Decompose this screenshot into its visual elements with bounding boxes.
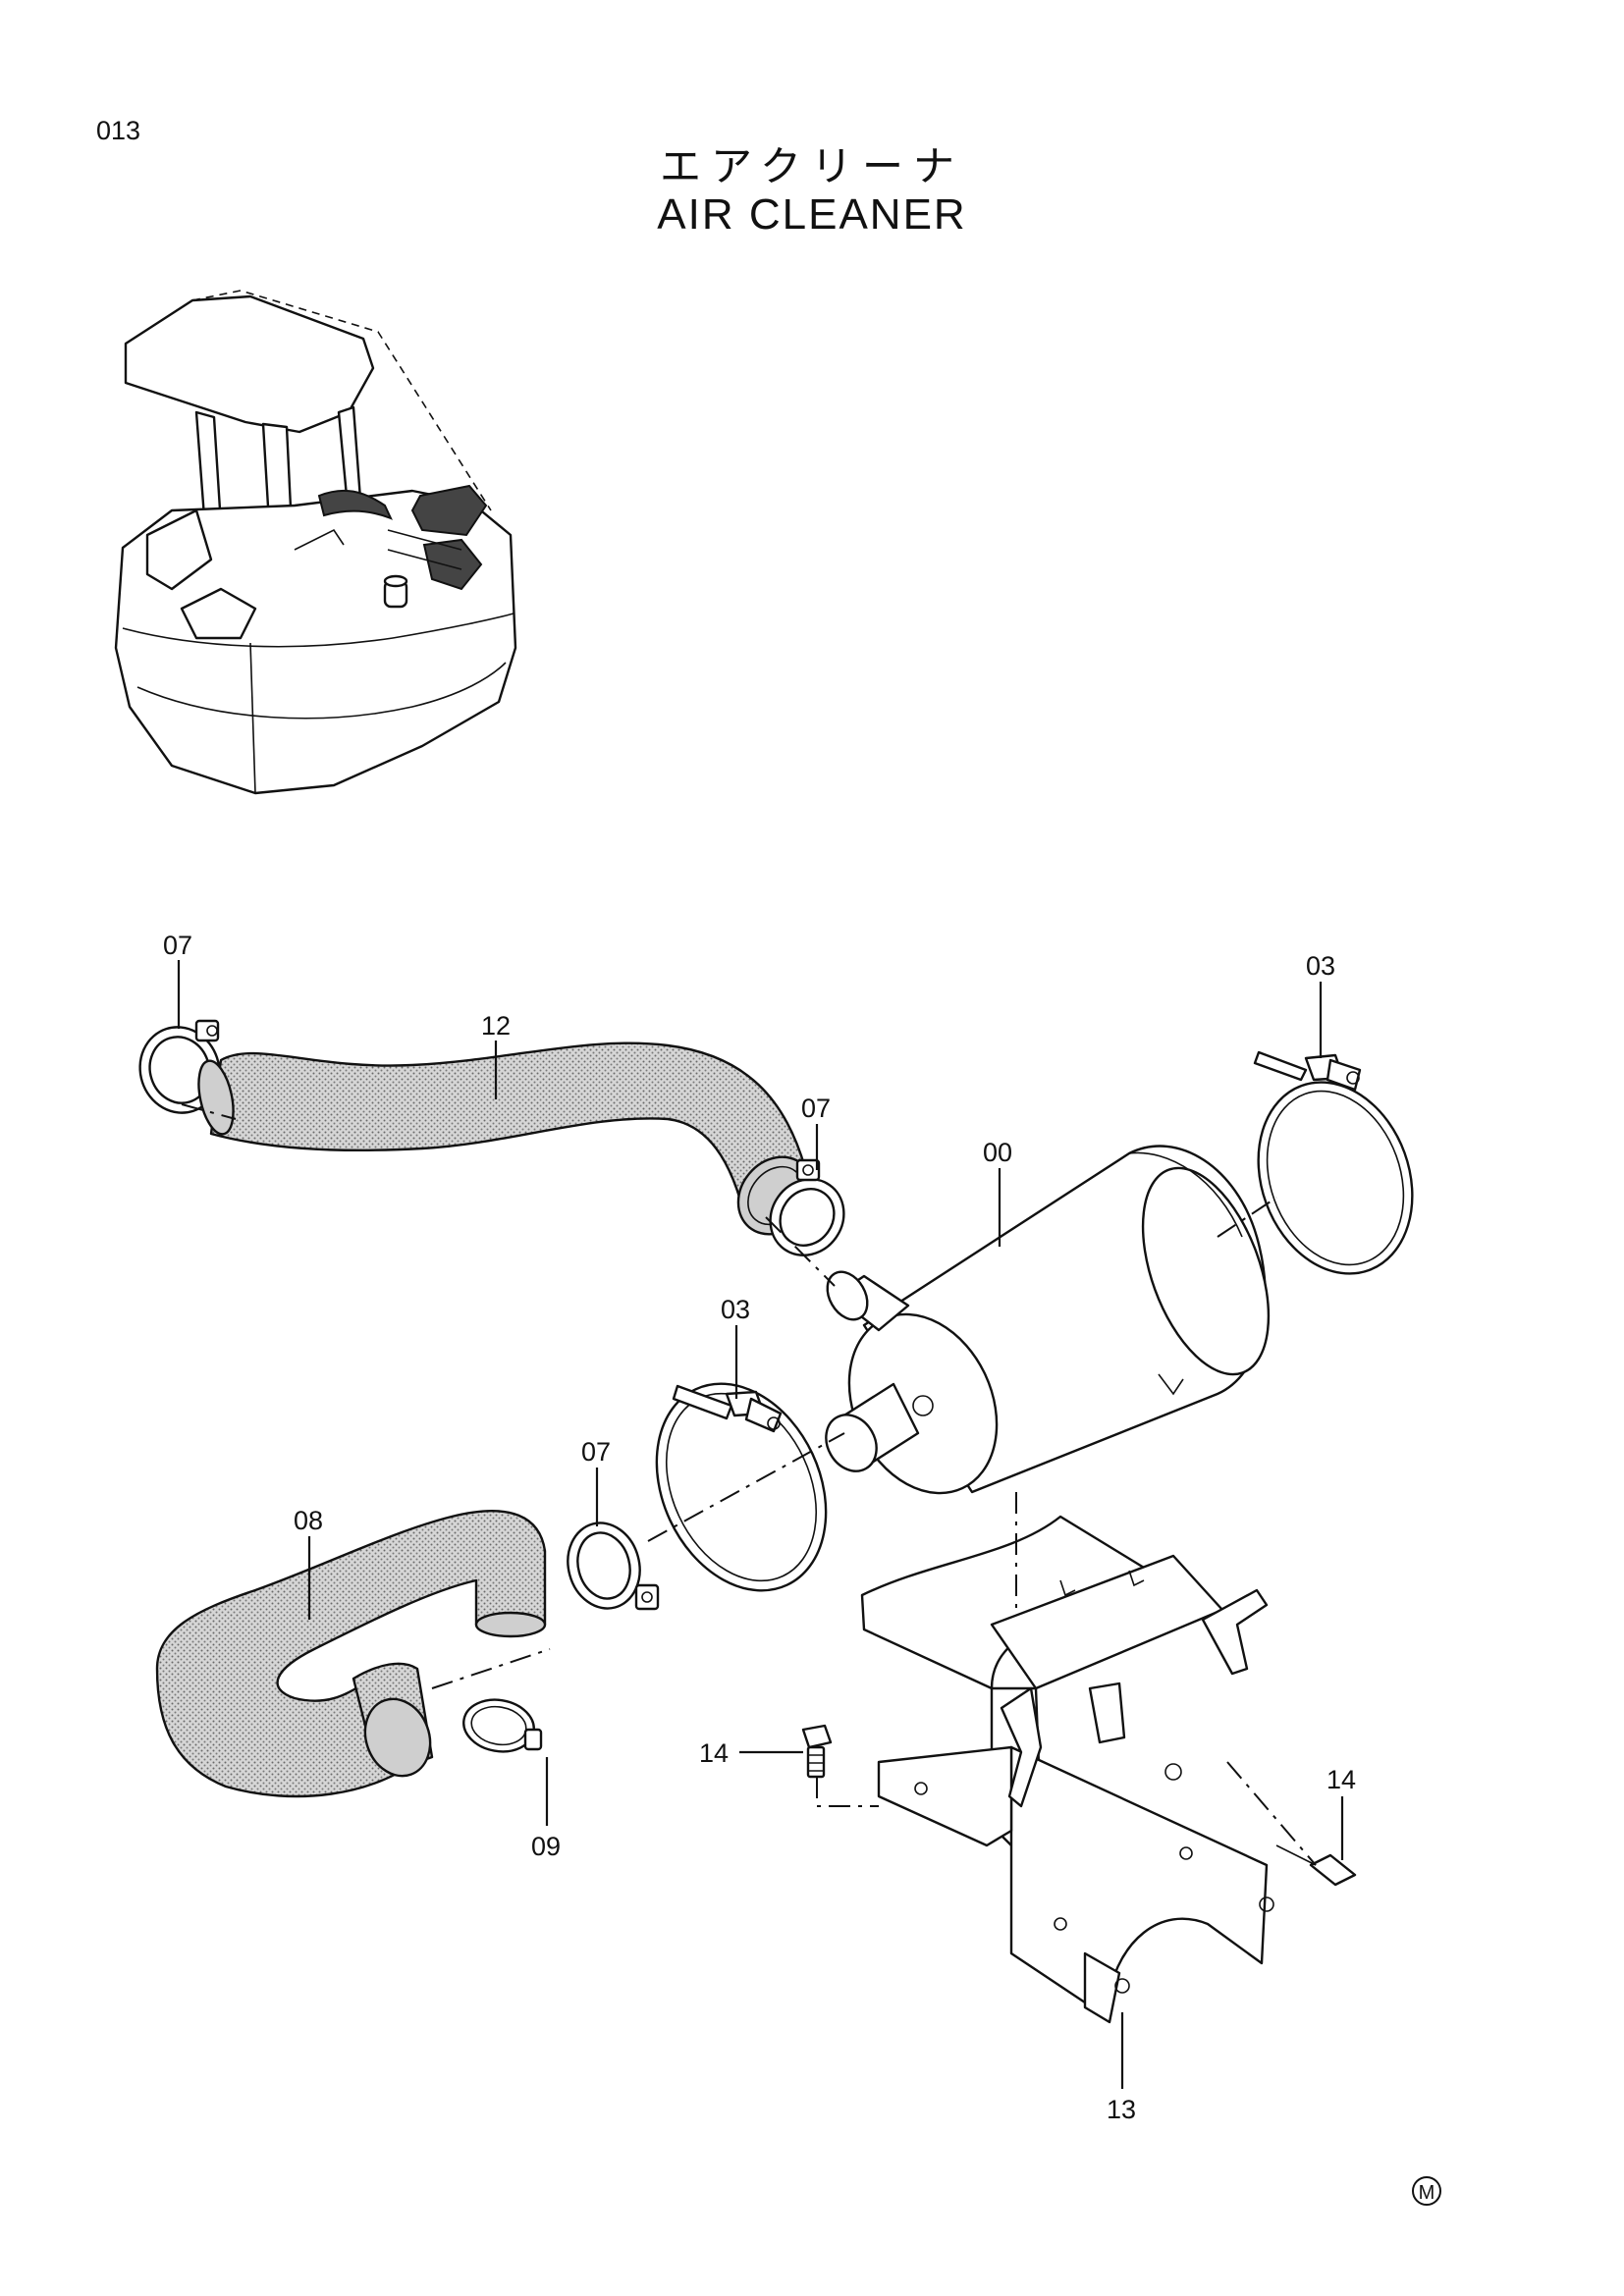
bracket-13 bbox=[860, 1515, 1274, 2024]
callout-07-a: 07 bbox=[163, 931, 192, 960]
clamp-09 bbox=[462, 1698, 543, 1753]
title-japanese: エアクリーナ bbox=[660, 142, 964, 190]
callout-14-b: 14 bbox=[1326, 1765, 1356, 1794]
callout-09: 09 bbox=[531, 1832, 561, 1861]
circled-m-mark: M bbox=[1412, 2176, 1441, 2206]
air-cleaner-body-00 bbox=[825, 1145, 1271, 1495]
callout-03-a: 03 bbox=[1306, 951, 1335, 981]
callout-14-a: 14 bbox=[699, 1738, 729, 1768]
svg-text:M: M bbox=[1419, 2182, 1435, 2204]
canopy-roof bbox=[124, 294, 375, 434]
callout-08: 08 bbox=[294, 1506, 323, 1535]
upper-hose-12 bbox=[197, 1041, 815, 1236]
callout-07-b: 07 bbox=[801, 1094, 831, 1123]
bolt-14-left bbox=[801, 1724, 833, 1779]
band-clamp-03-right bbox=[1253, 1050, 1414, 1275]
clamp-07-top-left bbox=[138, 1019, 221, 1114]
callout-13: 13 bbox=[1107, 2095, 1136, 2124]
callout-03-b: 03 bbox=[721, 1295, 750, 1324]
page-number: 013 bbox=[96, 116, 141, 145]
callout-07-c: 07 bbox=[581, 1437, 611, 1467]
clamp-07-middle bbox=[769, 1158, 845, 1256]
assembly-lines bbox=[181, 1103, 1317, 1866]
callout-labels: 07 12 07 00 03 03 07 08 09 14 14 13 bbox=[163, 931, 1356, 2124]
bolt-14-right bbox=[1275, 1844, 1357, 1887]
leader-lines bbox=[177, 960, 1344, 2089]
lower-hose-08 bbox=[155, 1510, 547, 1798]
band-clamp-03-left bbox=[655, 1382, 828, 1592]
clamp-07-lower bbox=[567, 1522, 660, 1611]
highlight-hose bbox=[317, 489, 393, 520]
title-english: AIR CLEANER bbox=[657, 190, 967, 239]
callout-00: 00 bbox=[983, 1138, 1012, 1167]
machine-overview-illustration bbox=[114, 290, 517, 795]
callout-12: 12 bbox=[481, 1011, 511, 1041]
